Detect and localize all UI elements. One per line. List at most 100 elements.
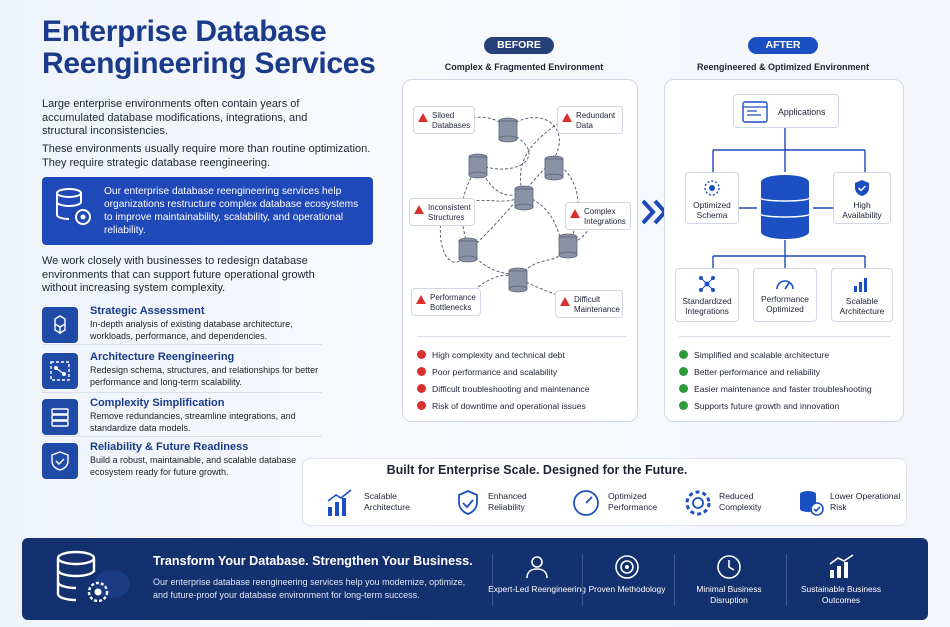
after-panel: Applications Optimized Schema High Avail… bbox=[664, 79, 904, 422]
band-item-performance: Optimized Performance bbox=[572, 489, 682, 519]
shield-check-icon bbox=[42, 443, 78, 479]
database-gear-icon bbox=[56, 550, 130, 603]
node-label: Complex Integrations bbox=[584, 207, 626, 226]
after-subtitle: Reengineered & Optimized Environment bbox=[696, 62, 870, 72]
feature-standardized-integrations: Standardized Integrations bbox=[675, 268, 739, 322]
tangled-connections bbox=[439, 116, 592, 303]
server-stack-icon bbox=[42, 399, 78, 435]
node-label: Redundant Data bbox=[576, 111, 616, 130]
divider bbox=[786, 554, 787, 606]
before-bullet: Poor performance and scalability bbox=[417, 366, 633, 383]
service-item-architecture-reengineering: Architecture Reengineering Redesign sche… bbox=[42, 351, 322, 393]
warning-icon bbox=[414, 205, 424, 214]
service-title: Reliability & Future Readiness bbox=[90, 441, 249, 453]
footer-desc: Our enterprise database reengineering se… bbox=[153, 577, 466, 600]
highlight-text: Our enterprise database reengineering se… bbox=[104, 186, 359, 236]
speedometer-icon bbox=[776, 280, 794, 290]
service-desc: Remove redundancies, streamline integrat… bbox=[90, 411, 296, 433]
divider bbox=[674, 554, 675, 606]
highlight-box: Our enterprise database reengineering se… bbox=[42, 177, 373, 245]
feature-scalable-architecture: Scalable Architecture bbox=[831, 268, 893, 322]
warning-icon bbox=[560, 297, 570, 306]
feature-label: Scalable Architecture bbox=[839, 296, 885, 316]
check-icon bbox=[679, 401, 688, 410]
architecture-connectors bbox=[712, 128, 866, 268]
footer-item-label: Sustainable Business Outcomes bbox=[800, 584, 882, 605]
after-bullet: Better performance and reliability bbox=[679, 366, 901, 383]
database-icon-cluster bbox=[458, 117, 578, 293]
band-item-scalable: Scalable Architecture bbox=[326, 489, 436, 519]
band-item-label: Lower Operational Risk bbox=[830, 491, 901, 512]
band-item-label: Scalable Architecture bbox=[364, 491, 410, 512]
x-mark-icon bbox=[417, 350, 426, 359]
band-item-label: Enhanced Reliability bbox=[488, 491, 527, 512]
footer-item-label: Expert-Led Reengineering bbox=[488, 584, 586, 594]
band-title: Built for Enterprise Scale. Designed for… bbox=[386, 463, 688, 477]
footer-item-label: Proven Methodology bbox=[588, 584, 666, 594]
service-desc: Build a robust, maintainable, and scalab… bbox=[90, 455, 297, 477]
x-mark-icon bbox=[417, 401, 426, 410]
bar-growth-icon bbox=[854, 278, 867, 292]
database-gear-icon bbox=[56, 188, 91, 225]
x-mark-icon bbox=[417, 384, 426, 393]
before-bullet-list: High complexity and technical debt Poor … bbox=[417, 349, 633, 417]
node-label: Inconsistent Structures bbox=[428, 203, 471, 222]
feature-high-availability: High Availability bbox=[833, 172, 891, 224]
shield-check-icon bbox=[458, 490, 478, 515]
intro-paragraph-3: We work closely with businesses to redes… bbox=[42, 255, 315, 294]
node-siloed-databases: Siloed Databases bbox=[413, 106, 475, 134]
divider bbox=[492, 554, 493, 606]
footer-title: Transform Your Database. Strengthen Your… bbox=[153, 554, 473, 568]
service-item-strategic-assessment: Strategic Assessment In-depth analysis o… bbox=[42, 305, 322, 345]
footer-item-label: Minimal Business Disruption bbox=[696, 584, 762, 605]
footer-item-expert: Expert-Led Reengineering bbox=[487, 554, 587, 595]
gauge-icon bbox=[573, 490, 599, 516]
title-line-1: Enterprise Database bbox=[42, 15, 327, 48]
shield-check-icon bbox=[855, 180, 869, 196]
band-item-risk: Lower Operational Risk bbox=[798, 489, 906, 519]
intro-paragraph-1: Large enterprise environments often cont… bbox=[42, 98, 308, 137]
after-bullet: Easier maintenance and faster troublesho… bbox=[679, 383, 901, 400]
band-item-label: Reduced Complexity bbox=[719, 491, 762, 512]
feature-performance-optimized: Performance Optimized bbox=[753, 268, 817, 322]
warning-icon bbox=[418, 113, 428, 122]
before-panel: Siloed Databases Redundant Data Inconsis… bbox=[402, 79, 638, 422]
architecture-icon bbox=[42, 353, 78, 389]
database-check-icon bbox=[800, 491, 824, 516]
node-difficult-maintenance: Difficult Maintenance bbox=[555, 290, 623, 318]
after-bullet: Supports future growth and innovation bbox=[679, 400, 901, 417]
service-title: Strategic Assessment bbox=[90, 305, 205, 317]
feature-label: Performance Optimized bbox=[761, 294, 809, 314]
intro-paragraph-2: These environments usually require more … bbox=[42, 143, 371, 169]
service-title: Architecture Reengineering bbox=[90, 351, 235, 363]
check-icon bbox=[679, 384, 688, 393]
service-title: Complexity Simplification bbox=[90, 397, 225, 409]
applications-label: Applications bbox=[778, 107, 826, 117]
warning-icon bbox=[416, 295, 426, 304]
footer-item-outcomes: Sustainable Business Outcomes bbox=[791, 554, 891, 606]
service-item-complexity-simplification: Complexity Simplification Remove redunda… bbox=[42, 397, 322, 437]
warning-icon bbox=[570, 209, 580, 218]
clock-icon bbox=[717, 555, 741, 579]
node-label: Siloed Databases bbox=[432, 111, 471, 130]
footer-item-disruption: Minimal Business Disruption bbox=[679, 554, 779, 606]
after-bullet: Simplified and scalable architecture bbox=[679, 349, 901, 366]
applications-node: Applications bbox=[733, 94, 839, 128]
footer-item-methodology: Proven Methodology bbox=[577, 554, 677, 595]
divider bbox=[679, 336, 891, 337]
expert-team-icon bbox=[526, 556, 548, 579]
feature-optimized-schema: Optimized Schema bbox=[685, 172, 739, 224]
divider bbox=[582, 554, 583, 606]
cubes-icon bbox=[42, 307, 78, 343]
service-desc: Redesign schema, structures, and relatio… bbox=[90, 365, 319, 387]
node-complex-integrations: Complex Integrations bbox=[565, 202, 631, 230]
node-label: Performance Bottlenecks bbox=[430, 293, 476, 312]
before-bullet: Risk of downtime and operational issues bbox=[417, 400, 633, 417]
node-inconsistent-structures: Inconsistent Structures bbox=[409, 198, 475, 226]
warning-icon bbox=[562, 113, 572, 122]
page-title: Enterprise Database Reengineering Servic… bbox=[42, 16, 402, 80]
band-item-reliability: Enhanced Reliability bbox=[456, 489, 566, 519]
node-redundant-data: Redundant Data bbox=[557, 106, 623, 134]
x-mark-icon bbox=[417, 367, 426, 376]
before-badge: BEFORE bbox=[484, 37, 554, 54]
